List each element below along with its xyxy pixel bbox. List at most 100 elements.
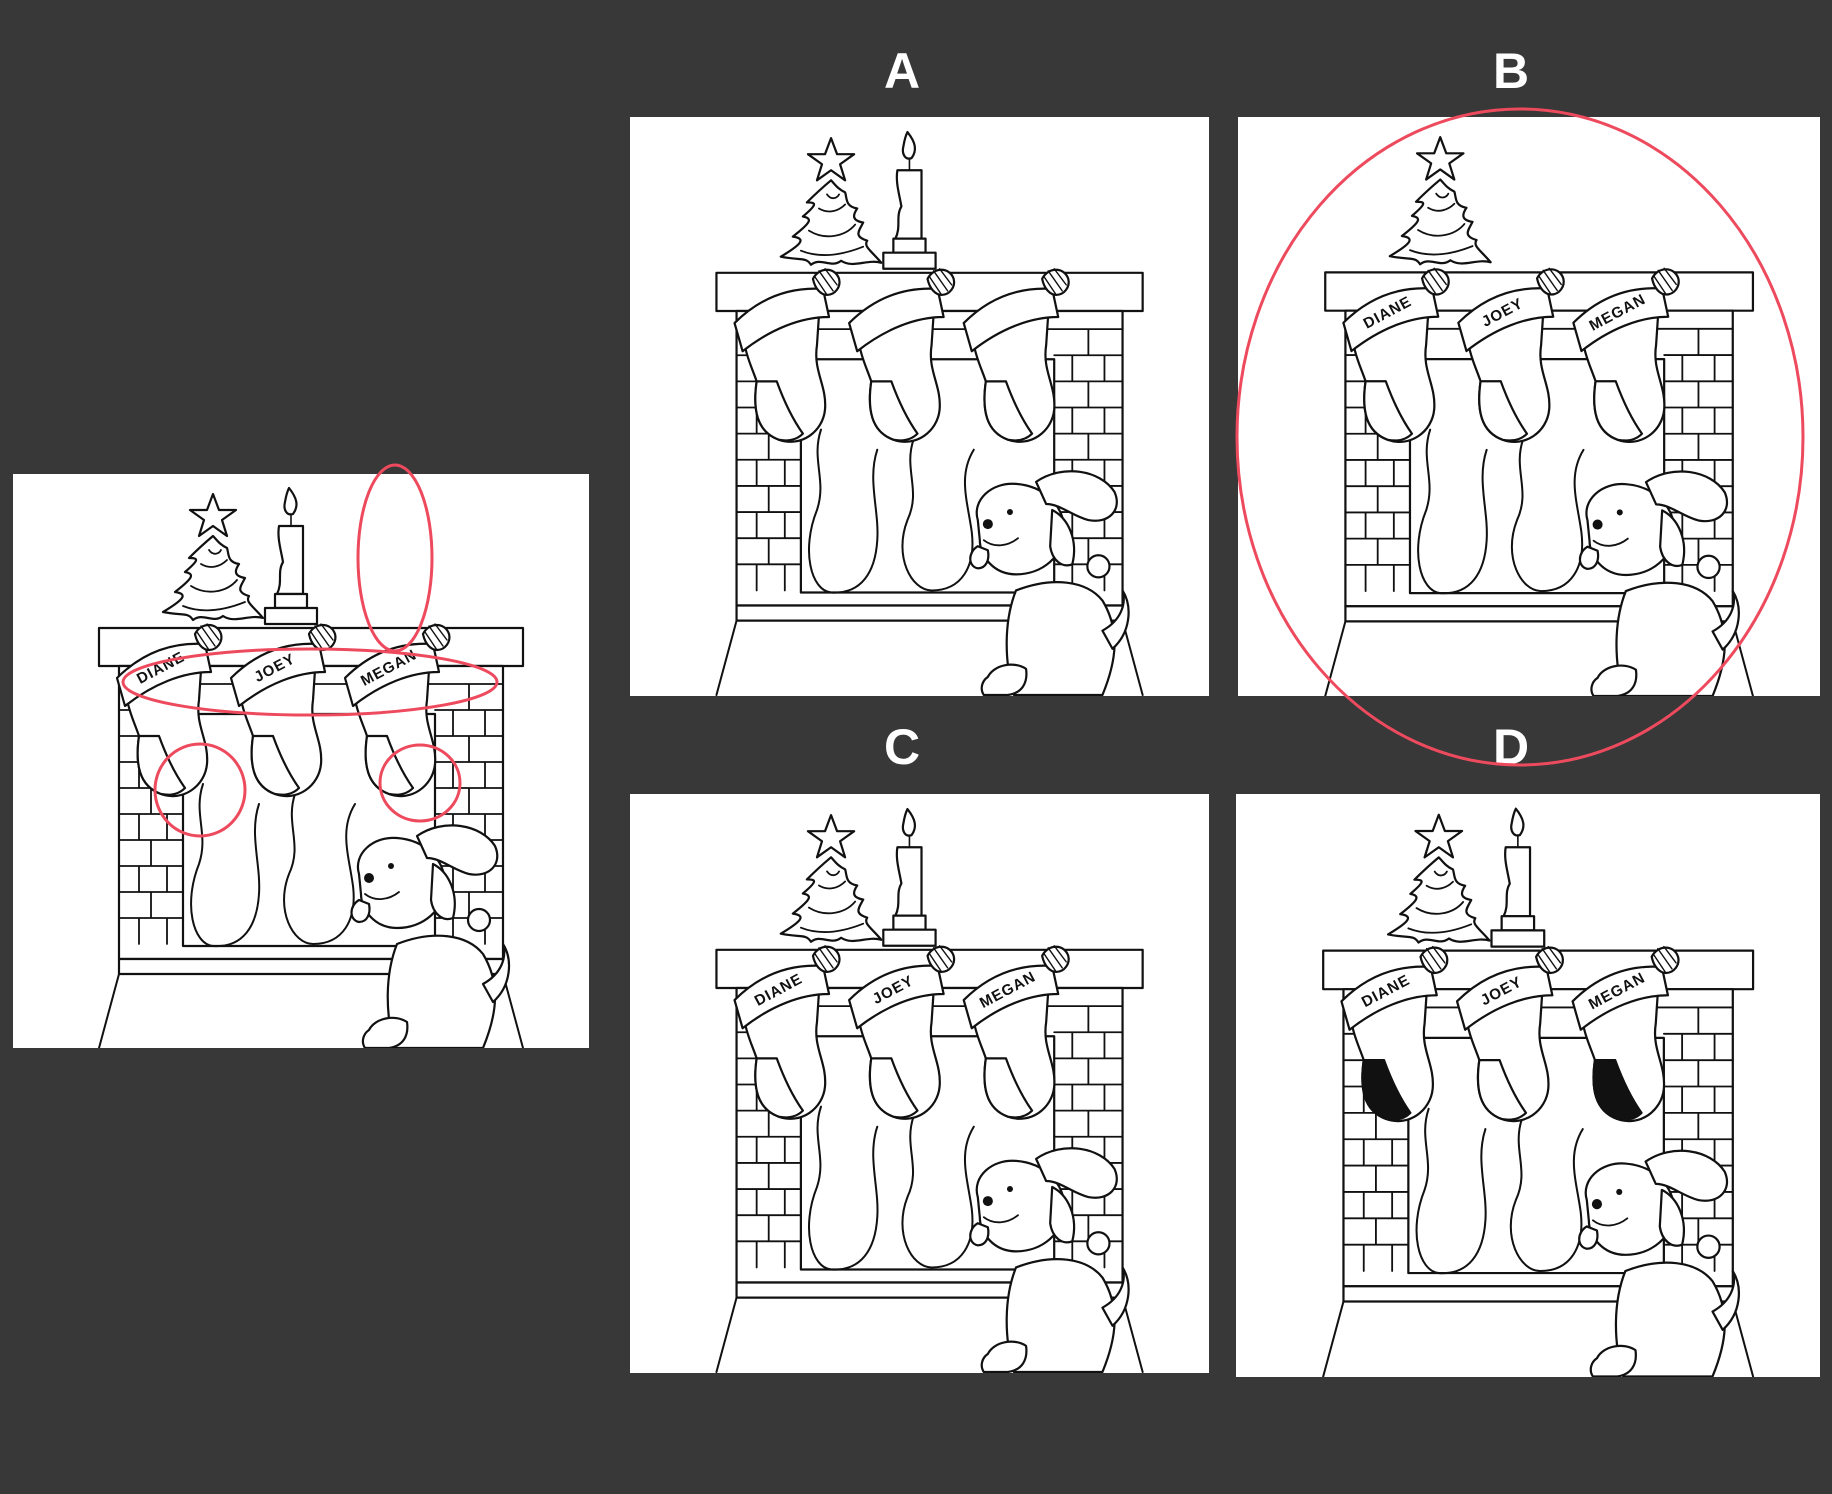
tree-body <box>779 856 883 943</box>
stocking-hanger <box>926 268 956 297</box>
dog-eye <box>388 863 394 869</box>
tree-garland <box>182 549 246 612</box>
tree-star <box>1415 136 1465 181</box>
stocking-hanger <box>1650 946 1680 975</box>
tree-garland <box>799 193 865 256</box>
stocking-hanger-stripes <box>814 268 838 296</box>
dog-body <box>1005 1258 1116 1373</box>
candle-stick <box>1502 846 1532 918</box>
dog-body <box>1005 581 1116 696</box>
candle-holder <box>892 914 927 931</box>
inner-stocking-left <box>190 783 261 948</box>
dog-paw <box>980 663 1028 696</box>
candle-flame <box>283 486 298 516</box>
candle <box>882 130 937 270</box>
inner-stocking-left <box>808 1105 879 1271</box>
stocking-toe <box>1592 1059 1643 1121</box>
dog-eye <box>1006 509 1013 516</box>
candle-stick <box>275 524 305 596</box>
stocking-toe <box>250 734 301 796</box>
stocking-toe <box>868 1057 919 1119</box>
candle-holder <box>892 237 927 254</box>
stocking-toe <box>754 1057 805 1119</box>
dog-eye <box>1616 1188 1623 1195</box>
stocking-toe <box>983 1057 1034 1119</box>
stocking-hanger <box>926 945 956 974</box>
stocking-hanger-stripes <box>196 623 220 651</box>
christmas-tree <box>161 492 265 622</box>
stocking-1: DIANE <box>733 945 841 1120</box>
dog-hat-pompom <box>1696 1234 1721 1259</box>
stocking-hanger <box>811 268 841 297</box>
stocking-cuff <box>1571 965 1670 1031</box>
dog-tail <box>1711 1269 1740 1331</box>
stocking-hanger-stripes <box>1653 945 1677 974</box>
stocking-hanger-stripes <box>814 945 838 973</box>
tree-star <box>1414 813 1464 859</box>
option-label-b: B <box>1492 43 1530 99</box>
stocking-toe <box>868 380 919 442</box>
option-label-a: A <box>883 43 921 99</box>
dog-ear <box>429 862 456 921</box>
dog <box>1578 1149 1740 1377</box>
dog-mouth <box>982 1214 1019 1224</box>
dog-nose <box>1591 1199 1603 1210</box>
dog-tongue <box>350 898 371 924</box>
christmas-tree <box>1386 813 1491 944</box>
inner-stocking-right <box>1509 1117 1584 1273</box>
stocking-hanger-stripes <box>928 268 953 296</box>
inner-stocking-left <box>1415 1107 1487 1275</box>
option-label-c: C <box>883 719 921 775</box>
dog-mouth <box>364 891 400 900</box>
tree-star <box>188 492 238 538</box>
tree-star <box>806 814 856 859</box>
dog-paw <box>1589 1344 1637 1377</box>
candle-flame <box>1510 807 1525 837</box>
stocking-hanger <box>1419 946 1449 975</box>
stocking-hanger-stripes <box>1043 268 1067 296</box>
dog-hat-pompom <box>1696 554 1721 580</box>
candle <box>882 807 937 947</box>
dog-tail <box>1101 1266 1130 1327</box>
tree-star <box>806 137 856 182</box>
dog-hat-pompom <box>1086 1231 1111 1256</box>
tree-garland <box>1407 870 1473 934</box>
dog-tail <box>481 942 510 1004</box>
dog-nose <box>982 519 993 530</box>
dog-mouth <box>1591 1217 1629 1227</box>
inner-stocking-right <box>283 793 356 945</box>
option-a-image[interactable] <box>630 117 1209 696</box>
candle-base <box>882 928 937 947</box>
candle-base <box>263 606 319 626</box>
dog-hat <box>1644 1149 1728 1202</box>
dog-tongue <box>1578 1225 1599 1250</box>
dog <box>969 1147 1130 1373</box>
dog-paw <box>980 1340 1028 1373</box>
stocking-1: DIANE <box>1340 945 1449 1123</box>
stocking-cuff <box>733 287 831 353</box>
candle-stick <box>894 169 923 240</box>
dog-tongue <box>969 1222 990 1247</box>
stocking-hanger-stripes <box>1043 945 1067 973</box>
stocking-2: JOEY <box>1455 945 1564 1123</box>
christmas-tree <box>1388 136 1492 266</box>
candle-holder <box>1500 915 1536 932</box>
candle <box>263 486 319 626</box>
stocking-cuff <box>1455 965 1554 1031</box>
tree-body <box>1388 178 1492 266</box>
dog-hat-pompom <box>466 907 492 933</box>
hearth-floor <box>98 973 524 1048</box>
candle <box>1490 807 1546 948</box>
dog-eye <box>1616 509 1623 516</box>
candle-base <box>1490 929 1546 948</box>
hearth-floor <box>715 1296 1144 1373</box>
stocking-1 <box>733 268 841 443</box>
dog-tongue <box>969 545 990 570</box>
stocking-toe <box>754 380 805 442</box>
